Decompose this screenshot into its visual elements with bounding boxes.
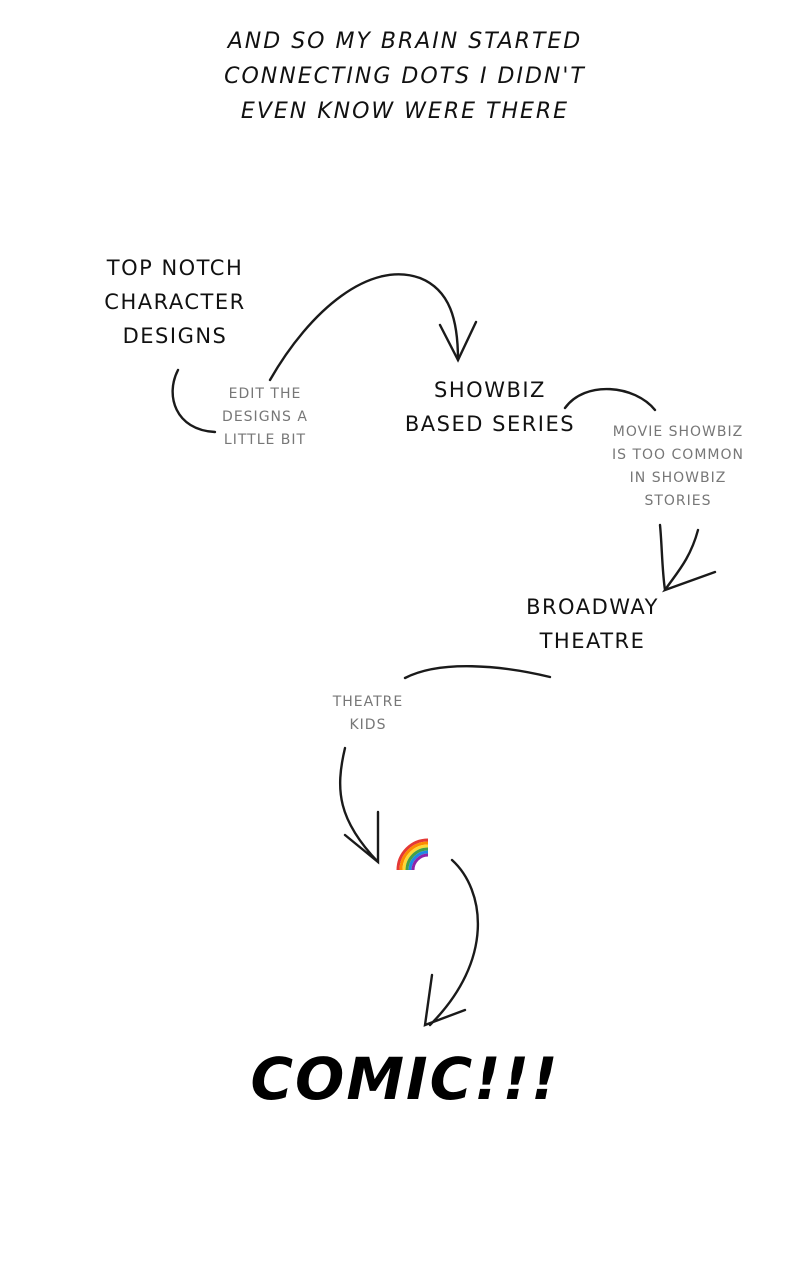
arrow-down-to-broadway <box>658 523 717 593</box>
arrow-broadway-to-kids <box>403 665 552 680</box>
arrow-kids-to-rainbow <box>339 746 380 865</box>
bracket-edit-designs <box>171 368 217 434</box>
node-showbiz-series: SHOWBIZ BASED SERIES <box>404 378 576 436</box>
caption: AND SO MY BRAIN STARTED CONNECTING DOTS … <box>224 29 586 124</box>
rainbow-icon <box>396 838 429 871</box>
final-comic: COMIC!!! <box>250 1045 560 1113</box>
node-broadway-theatre: BROADWAY THEATRE <box>526 595 659 653</box>
arrowhead-1 <box>438 320 478 363</box>
arrow-showbiz-to-broadway <box>563 387 657 412</box>
node-character-designs: TOP NOTCH CHARACTER DESIGNS <box>104 256 246 348</box>
note-edit-designs: EDIT THE DESIGNS A LITTLE BIT <box>222 386 308 448</box>
arrow-designs-to-showbiz <box>268 273 460 382</box>
arrow-rainbow-to-comic <box>423 858 480 1027</box>
note-movie-showbiz: MOVIE SHOWBIZ IS TOO COMMON IN SHOWBIZ S… <box>612 424 744 509</box>
note-theatre-kids: THEATRE KIDS <box>332 694 404 733</box>
